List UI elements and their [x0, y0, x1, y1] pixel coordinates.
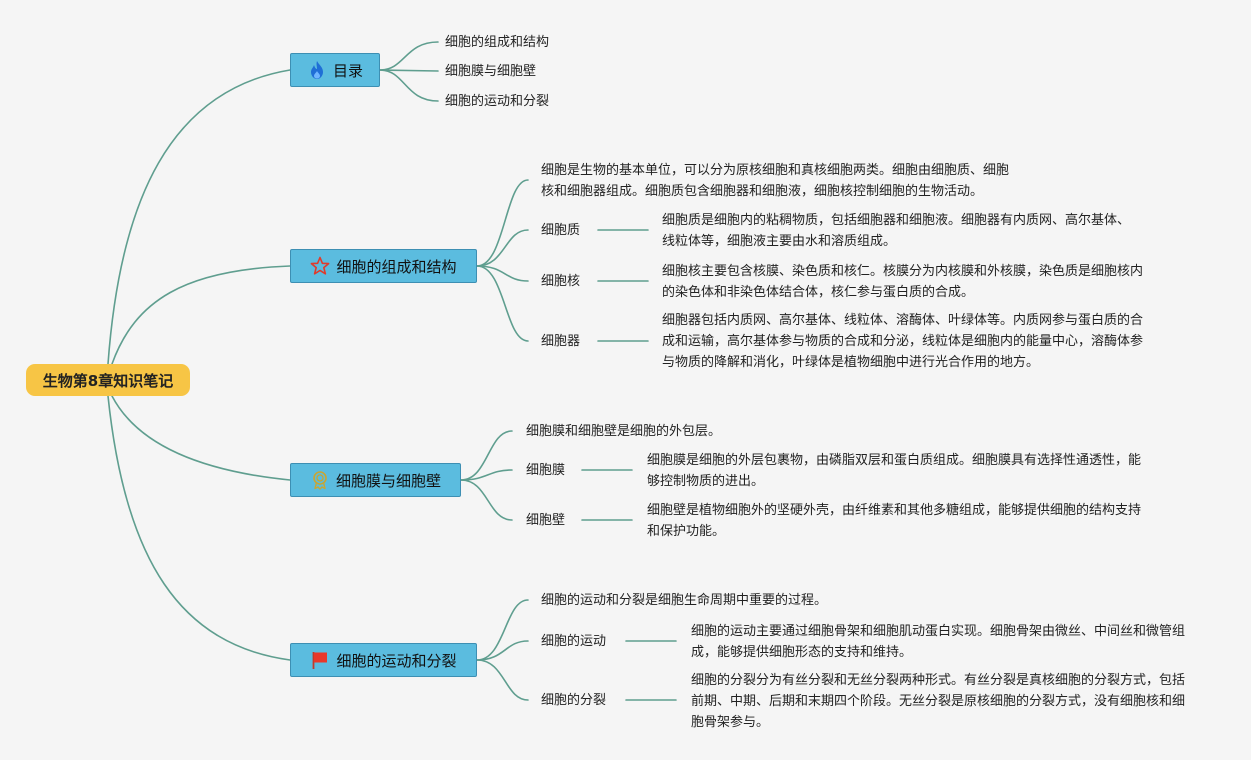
membrane-topic-wall-desc: 细胞壁是植物细胞外的坚硬外壳，由纤维素和其他多糖组成，能够提供细胞的结构支持和保…: [647, 503, 1142, 539]
membrane-topic-wall[interactable]: 细胞壁: [526, 513, 566, 528]
link-root-toc: [107, 69, 291, 365]
branch-motion[interactable]: 细胞的运动和分裂: [290, 643, 477, 677]
structure-intro: 细胞是生物的基本单位，可以分为原核细胞和真核细胞两类。细胞由细胞质、细胞核和细胞…: [541, 163, 1010, 199]
branch-membrane-title: 细胞膜与细胞壁: [335, 471, 441, 490]
link-root-motion: [107, 395, 291, 661]
branch-structure-title: 细胞的组成和结构: [336, 257, 457, 276]
link-toc-0: [379, 41, 439, 71]
motion-topic-movement[interactable]: 细胞的运动: [541, 634, 607, 649]
star-icon: [311, 256, 330, 275]
branch-structure[interactable]: 细胞的组成和结构: [290, 249, 477, 283]
membrane-topic-membrane[interactable]: 细胞膜: [526, 463, 566, 478]
link-motion-intro: [476, 599, 529, 661]
link-membrane-0: [460, 469, 513, 481]
link-structure-1: [476, 265, 529, 282]
badge-icon: [313, 471, 327, 490]
link-toc-1: [379, 69, 439, 72]
membrane-topic-membrane-desc: 细胞膜是细胞的外层包裹物，由磷脂双层和蛋白质组成。细胞膜具有选择性通透性，能够控…: [647, 453, 1142, 489]
link-toc-2: [379, 69, 439, 102]
structure-topic-organelle[interactable]: 细胞器: [541, 334, 581, 349]
membrane-intro: 细胞膜和细胞壁是细胞的外包层。: [526, 424, 722, 439]
link-membrane-intro: [460, 430, 513, 481]
motion-topic-division-desc: 细胞的分裂分为有丝分裂和无丝分裂两种形式。有丝分裂是真核细胞的分裂方式，包括前期…: [691, 673, 1186, 730]
toc-item-motion[interactable]: 细胞的运动和分裂: [445, 94, 550, 109]
root-title: 生物第8章知识笔记: [42, 371, 174, 390]
structure-topic-nucleus[interactable]: 细胞核: [541, 274, 581, 289]
link-structure-intro: [476, 179, 529, 267]
structure-topic-nucleus-desc: 细胞核主要包含核膜、染色质和核仁。核膜分为内核膜和外核膜，染色质是细胞核内的染色…: [662, 264, 1144, 300]
branch-toc[interactable]: 目录: [290, 53, 380, 87]
toc-item-membrane[interactable]: 细胞膜与细胞壁: [445, 64, 537, 79]
motion-intro: 细胞的运动和分裂是细胞生命周期中重要的过程。: [541, 593, 828, 608]
toc-item-structure[interactable]: 细胞的组成和结构: [445, 35, 550, 50]
link-structure-0: [476, 229, 529, 267]
structure-topic-cytoplasm-desc: 细胞质是细胞内的粘稠物质，包括细胞器和细胞液。细胞器有内质网、高尔基体、线粒体等…: [662, 213, 1131, 249]
link-root-membrane: [111, 395, 291, 481]
fire-icon: [310, 61, 323, 79]
structure-topic-organelle-desc: 细胞器包括内质网、高尔基体、线粒体、溶酶体、叶绿体等。内质网参与蛋白质的合成和运…: [662, 313, 1144, 370]
branch-motion-title: 细胞的运动和分裂: [336, 651, 457, 670]
link-motion-0: [476, 640, 529, 661]
root-node[interactable]: 生物第8章知识笔记: [26, 364, 190, 396]
branch-membrane[interactable]: 细胞膜与细胞壁: [290, 463, 461, 497]
link-structure-2: [476, 265, 529, 342]
link-root-structure: [111, 265, 291, 365]
motion-topic-division[interactable]: 细胞的分裂: [541, 693, 607, 708]
structure-topic-cytoplasm[interactable]: 细胞质: [541, 223, 581, 238]
link-motion-1: [476, 659, 529, 701]
flag-icon: [313, 652, 328, 669]
motion-topic-movement-desc: 细胞的运动主要通过细胞骨架和细胞肌动蛋白实现。细胞骨架由微丝、中间丝和微管组成，…: [691, 624, 1186, 660]
link-membrane-1: [460, 479, 513, 521]
branch-toc-title: 目录: [332, 61, 363, 80]
